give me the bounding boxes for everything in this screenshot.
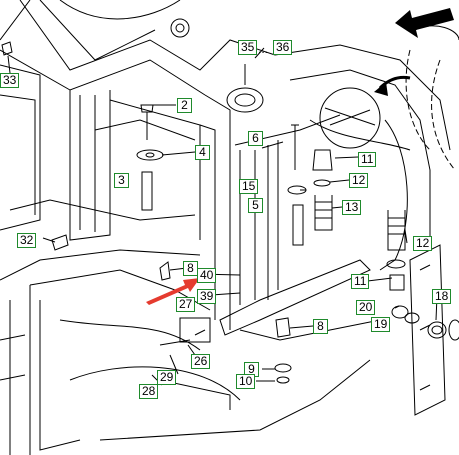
callout-20: 20 xyxy=(356,300,376,315)
callout-12-lower: 12 xyxy=(413,236,433,251)
callout-4: 4 xyxy=(195,145,210,160)
callout-32: 32 xyxy=(17,233,37,248)
callout-5: 5 xyxy=(248,198,263,213)
callout-35: 35 xyxy=(238,40,258,55)
callout-range-ellipsis: ... xyxy=(258,42,269,56)
callout-27: 27 xyxy=(176,297,196,312)
callout-26: 26 xyxy=(191,354,211,369)
callout-2: 2 xyxy=(177,98,192,113)
callout-19: 19 xyxy=(371,317,391,332)
callout-10: 10 xyxy=(236,374,256,389)
callout-8-lower: 8 xyxy=(313,319,328,334)
callout-39: 39 xyxy=(197,289,217,304)
callout-11-lower: 11 xyxy=(351,274,370,289)
callout-15: 15 xyxy=(239,179,259,194)
callout-40: 40 xyxy=(197,268,217,283)
direction-arrow-icon xyxy=(395,8,454,38)
callout-6: 6 xyxy=(248,131,263,146)
callout-18: 18 xyxy=(432,289,452,304)
callout-3: 3 xyxy=(114,173,129,188)
callout-28: 28 xyxy=(139,384,159,399)
callout-33: 33 xyxy=(0,73,20,88)
callout-29: 29 xyxy=(157,370,177,385)
callout-12-upper: 12 xyxy=(349,173,369,188)
red-pointer-arrow-icon xyxy=(146,278,200,305)
callout-36: 36 xyxy=(273,40,293,55)
callout-13: 13 xyxy=(342,200,362,215)
callout-11-upper: 11 xyxy=(358,152,377,167)
callout-8-upper: 8 xyxy=(183,261,198,276)
